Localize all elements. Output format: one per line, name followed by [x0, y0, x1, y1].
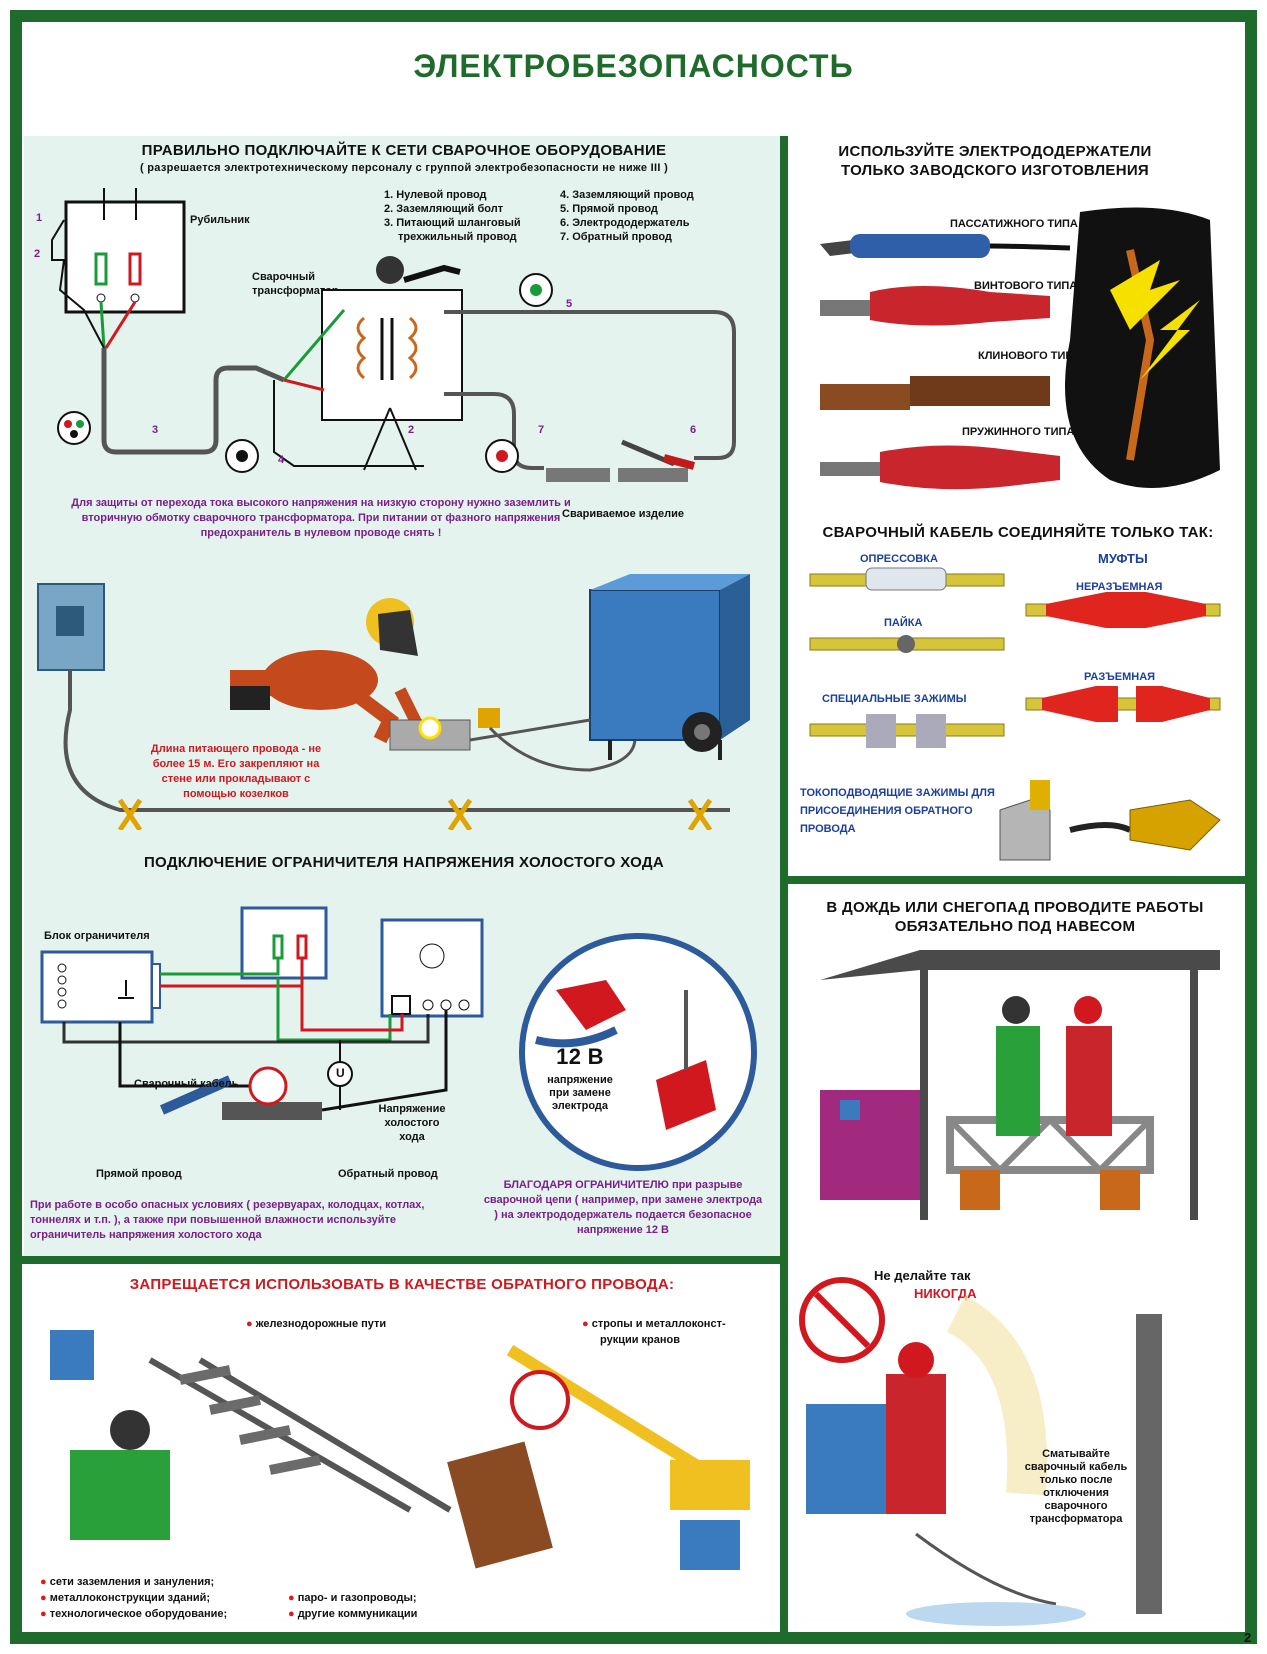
- cable-joints-illustration: [809, 567, 1221, 748]
- label-direct-wire: Прямой провод: [96, 1168, 182, 1180]
- section5-heading: В ДОЖДЬ ИЛИ СНЕГОПАД ПРОВОДИТЕ РАБОТЫ ОБ…: [826, 899, 1204, 935]
- forbidden-cranes-1: стропы и металлоконст-: [582, 1318, 726, 1330]
- couplings-title: МУФТЫ: [1098, 551, 1148, 566]
- forbidden-bottom-right: паро- и газопроводы; другие коммуникации: [288, 1590, 418, 1622]
- section2-note-right: БЛАГОДАРЯ ОГРАНИЧИТЕЛЮ при разрыве сваро…: [483, 1179, 763, 1236]
- cable-length-note: Длина питающего провода - не более 15 м.…: [150, 743, 322, 800]
- label-welding-cable: Сварочный кабель: [134, 1078, 239, 1090]
- divider-vertical: [780, 136, 788, 1260]
- forbidden-bottom-left: сети заземления и зануления; металлоконс…: [40, 1574, 227, 1622]
- label-workpiece: Свариваемое изделие: [562, 508, 684, 520]
- divider-right-1: [784, 876, 1246, 884]
- divider-bottom-vertical: [780, 1256, 788, 1632]
- num-2: 2: [34, 248, 41, 260]
- section1-heading: ПРАВИЛЬНО ПОДКЛЮЧАЙТЕ К СЕТИ СВАРОЧНОЕ О…: [141, 142, 667, 159]
- num-7: 7: [538, 424, 545, 436]
- connection-schematic: [51, 188, 736, 482]
- method-clamps: СПЕЦИАЛЬНЫЕ ЗАЖИМЫ: [822, 693, 967, 705]
- legend-left: 1. Нулевой провод 2. Заземляющий болт 3.…: [384, 189, 521, 243]
- meter-symbol: U: [336, 1066, 345, 1080]
- divider-left-bottom: [22, 1256, 788, 1264]
- section5-note: Сматывайте сварочный кабель только после…: [1024, 1448, 1128, 1525]
- num-6: 6: [690, 424, 697, 436]
- num-2-transformer: 2: [408, 424, 415, 436]
- holder-type-4: ПРУЖИННОГО ТИПА: [962, 426, 1075, 438]
- coupling-permanent: НЕРАЗЪЕМНАЯ: [1076, 581, 1163, 593]
- voltage-caption: напряжение при замене электрода: [547, 1074, 613, 1112]
- coupling-detachable: РАЗЪЕМНАЯ: [1084, 671, 1156, 683]
- legend-right: 4. Заземляющий провод 5. Прямой провод 6…: [560, 189, 694, 243]
- section4-heading: СВАРОЧНЫЙ КАБЕЛЬ СОЕДИНЯЙТЕ ТОЛЬКО ТАК:: [822, 524, 1214, 541]
- num-1: 1: [36, 212, 43, 224]
- num-4: 4: [278, 454, 285, 466]
- num-3: 3: [152, 424, 159, 436]
- holder-type-2: ВИНТОВОГО ТИПА: [974, 280, 1078, 292]
- label-idle-voltage: Напряжение холостого хода: [378, 1103, 446, 1143]
- warning-bottom: НИКОГДА: [914, 1286, 977, 1301]
- return-clamps-label: ТОКОПОДВОДЯЩИЕ ЗАЖИМЫ ДЛЯ ПРИСОЕДИНЕНИЯ …: [800, 787, 995, 835]
- holder-type-3: КЛИНОВОГО ТИПА: [978, 350, 1082, 362]
- num-5: 5: [566, 298, 573, 310]
- page-title: ЭЛЕКТРОБЕЗОПАСНОСТЬ: [413, 48, 854, 84]
- voltage-value: 12 В: [556, 1044, 604, 1069]
- method-crimping: ОПРЕССОВКА: [860, 553, 938, 565]
- warning-top: Не делайте так: [874, 1268, 971, 1283]
- section1-subheading: ( разрешается электротехническому персон…: [139, 162, 669, 174]
- holders-illustration: [820, 207, 1220, 490]
- label-return-wire: Обратный провод: [338, 1168, 438, 1180]
- 12v-circle: [519, 933, 757, 1171]
- forbidden-cranes-2: рукции кранов: [600, 1334, 681, 1346]
- page-number: 2: [1244, 1630, 1252, 1645]
- never-do-scene: [799, 1277, 1162, 1626]
- label-switch: Рубильник: [190, 214, 250, 226]
- forbidden-scene: [50, 1330, 750, 1570]
- label-limiter-block: Блок ограничителя: [44, 930, 150, 942]
- limiter-schematic: [40, 906, 484, 1120]
- method-soldering: ПАЙКА: [884, 617, 923, 629]
- section2-heading: ПОДКЛЮЧЕНИЕ ОГРАНИЧИТЕЛЯ НАПРЯЖЕНИЯ ХОЛО…: [143, 854, 665, 871]
- section6-heading: ЗАПРЕЩАЕТСЯ ИСПОЛЬЗОВАТЬ В КАЧЕСТВЕ ОБРА…: [129, 1276, 675, 1293]
- switch-box: [64, 200, 186, 314]
- section1-note: Для защиты от перехода тока высокого нап…: [71, 497, 571, 539]
- section2-note-left: При работе в особо опасных условиях ( ре…: [30, 1199, 425, 1241]
- return-clamps-illustration: [999, 780, 1221, 861]
- forbidden-rails: железнодорожные пути: [246, 1318, 386, 1330]
- section3-heading: ИСПОЛЬЗУЙТЕ ЭЛЕКТРОДОДЕРЖАТЕЛИ ТОЛЬКО ЗА…: [838, 143, 1152, 179]
- holder-type-1: ПАССАТИЖНОГО ТИПА: [950, 218, 1078, 230]
- label-transformer: Сварочный трансформатор: [252, 271, 339, 297]
- welder-scene: [37, 574, 750, 830]
- rain-shelter-scene: [820, 950, 1220, 1220]
